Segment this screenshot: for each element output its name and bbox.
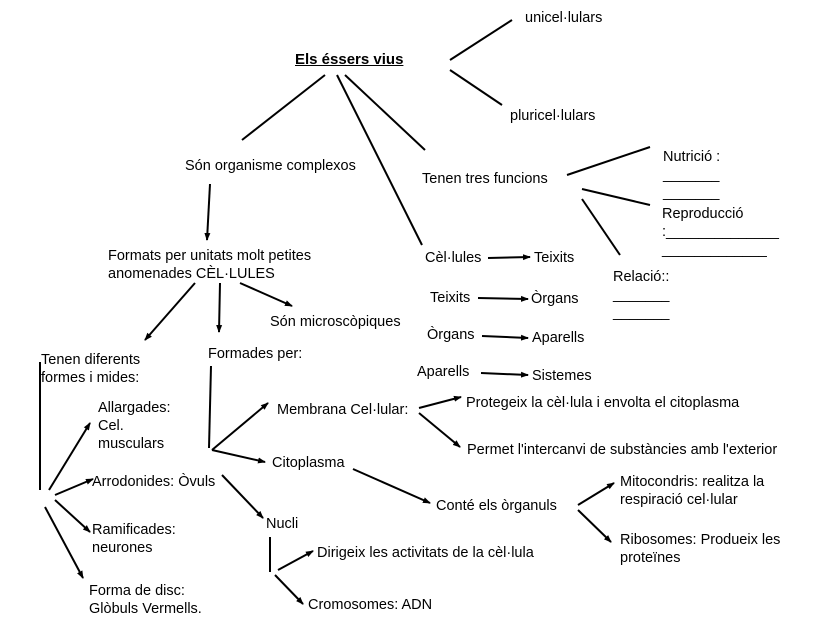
node-nutrition: Nutrició : _______ _______ — [663, 148, 720, 202]
node-mitochondria: Mitocondris: realitza la respiració cel·… — [620, 473, 764, 509]
line-functions-reproduction — [581, 188, 651, 206]
relation-blank-2: _______ — [613, 305, 670, 321]
line-formed-stem — [208, 365, 212, 449]
line-units-micro — [239, 282, 293, 307]
line-cells-tissues — [487, 254, 531, 261]
line-tissues-organs — [477, 295, 529, 302]
line-shapes-round — [54, 478, 94, 496]
nutrition-blank-1: _______ — [663, 167, 720, 183]
line-title-pluricellular — [449, 69, 503, 106]
node-nucleus-directs: Dirigeix les activitats de la cèl·lula — [317, 545, 534, 561]
hierarchy-organs-2: Òrgans — [427, 327, 475, 343]
node-membrane-exchange: Permet l'intercanvi de substàncies amb l… — [467, 442, 778, 458]
line-title-unicellular — [449, 19, 513, 61]
reproduction-blank-1: :______________ — [662, 224, 779, 240]
relation-label: Relació:: — [613, 269, 670, 285]
line-shapes-elongated — [48, 422, 91, 491]
nutrition-blank-2: _______ — [663, 185, 720, 201]
line-nucleus-directs — [277, 550, 314, 571]
line-organelles-mito — [577, 482, 615, 506]
shapes-heading-line-1: Tenen diferents — [41, 352, 141, 368]
line-formed-nucleus — [221, 474, 264, 519]
reproduction-label: Reproducció — [662, 206, 744, 222]
hierarchy-organs: Òrgans — [531, 291, 579, 307]
shapes-heading-line-2: formes i mides: — [41, 370, 140, 386]
hierarchy-cells: Cèl·lules — [425, 250, 482, 266]
line-formed-membrane — [211, 402, 269, 451]
nutrition-label: Nutrició : — [663, 149, 721, 165]
node-organelles: Conté els òrganuls — [436, 498, 557, 514]
node-unicellular: unicel·lulars — [525, 10, 603, 26]
node-three-functions: Tenen tres funcions — [422, 171, 548, 187]
ribosomes-line-1: Ribosomes: Produeix les — [620, 532, 781, 548]
node-shape-disc: Forma de disc: Glòbuls Vermells. — [89, 582, 202, 618]
line-organs-systems — [481, 334, 529, 341]
branched-line-2: neurones — [92, 540, 153, 556]
node-ribosomes: Ribosomes: Produeix les proteïnes — [620, 531, 780, 567]
node-shape-round: Arrodonides: Òvuls — [92, 474, 216, 490]
line-cytoplasm-organelles — [352, 468, 431, 504]
node-membrane-protects: Protegeix la cèl·lula i envolta el citop… — [466, 395, 740, 411]
node-nucleus: Nucli — [266, 516, 299, 532]
ribosomes-line-2: proteïnes — [620, 550, 681, 566]
line-title-functions — [344, 74, 426, 151]
relation-blank-1: _______ — [613, 287, 670, 303]
line-units-shapes — [144, 282, 196, 341]
node-reproduction: Reproducció :______________ ____________… — [662, 205, 779, 259]
line-title-cells — [336, 74, 423, 246]
elongated-line-2: Cel. — [98, 418, 124, 434]
line-systems-sets — [480, 371, 529, 378]
node-chromosomes: Cromosomes: ADN — [308, 597, 433, 613]
node-cell-units: Formats per unitats molt petites anomena… — [108, 247, 311, 283]
hierarchy-apparatus-2: Aparells — [417, 364, 470, 380]
line-complex-units — [204, 183, 211, 241]
line-units-formed — [216, 282, 223, 333]
hierarchy-tissues-2: Teixits — [430, 290, 471, 306]
node-relation: Relació:: _______ _______ — [613, 268, 669, 322]
line-shapes-branched — [54, 499, 91, 533]
node-shape-branched: Ramificades: neurones — [92, 521, 176, 557]
line-nucleus-chromo — [274, 574, 304, 605]
reproduction-blank-2: _____________ — [662, 242, 767, 258]
mitochondria-line-1: Mitocondris: realitza la — [620, 474, 765, 490]
line-functions-relation — [581, 198, 621, 256]
cell-units-line-1: Formats per unitats molt petites — [108, 248, 312, 264]
line-title-complex — [241, 74, 326, 141]
hierarchy-tissues: Teixits — [534, 250, 575, 266]
mitochondria-line-2: respiració cel·lular — [620, 492, 738, 508]
diagram-title: Els éssers vius — [295, 51, 404, 68]
node-pluricellular: pluricel·lulars — [510, 108, 596, 124]
line-formed-cytoplasm — [211, 449, 266, 464]
hierarchy-apparatus: Aparells — [532, 330, 585, 346]
elongated-line-1: Allargades: — [98, 400, 171, 416]
node-shape-elongated: Allargades: Cel. musculars — [98, 399, 171, 453]
line-membrane-exchange — [418, 412, 461, 448]
node-cell-membrane: Membrana Cel·lular: — [277, 402, 409, 418]
node-cytoplasm: Citoplasma — [272, 455, 345, 471]
disc-line-2: Glòbuls Vermells. — [89, 601, 202, 617]
line-shapes-disc — [44, 506, 84, 579]
line-functions-nutrition — [566, 146, 651, 176]
node-microscopic: Són microscòpiques — [270, 314, 401, 330]
cell-units-line-2: anomenades CÈL·LULES — [108, 266, 275, 282]
line-organelles-ribo — [577, 509, 612, 543]
elongated-line-3: musculars — [98, 436, 165, 452]
hierarchy-systems: Sistemes — [532, 368, 592, 384]
line-membrane-protects — [418, 395, 462, 409]
node-complex-organisms: Són organisme complexos — [185, 158, 356, 174]
disc-line-1: Forma de disc: — [89, 583, 185, 599]
branched-line-1: Ramificades: — [92, 522, 176, 538]
node-shapes-heading: Tenen diferents formes i mides: — [41, 351, 140, 387]
node-formed-by: Formades per: — [208, 346, 303, 362]
